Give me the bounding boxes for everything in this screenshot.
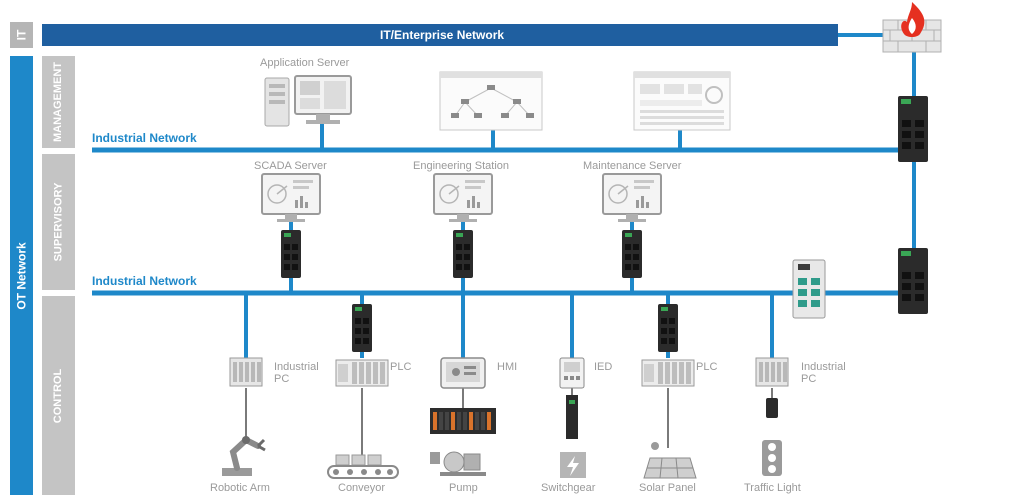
hmi-icon [440, 357, 486, 389]
plc-2-icon [641, 359, 695, 387]
traffic-light-label: Traffic Light [744, 482, 801, 494]
controller-label-1: Industrial PC [274, 361, 319, 385]
traffic-light-icon [762, 398, 782, 476]
control-side-label: CONTROL [42, 296, 75, 495]
engineering-station-label: Engineering Station [413, 160, 510, 172]
plc-1-switch-icon [352, 304, 372, 352]
control-side-text: CONTROL [52, 368, 65, 423]
switchgear-label: Switchgear [541, 482, 596, 494]
management-side-label: MANAGEMENT [42, 56, 75, 148]
maintenance-switch-icon [622, 230, 642, 278]
robotic-arm-icon [222, 436, 266, 476]
scada-server-label: SCADA Server [254, 160, 327, 172]
controller-label-6-line1: Industrial [801, 361, 846, 373]
ot-side-text: OT Network [14, 241, 29, 310]
controller-label-1-line1: Industrial [274, 361, 319, 373]
core-switch-upper-icon [898, 96, 928, 162]
ot-side-label: OT Network [10, 56, 33, 495]
industrial-pc-2-icon [755, 357, 789, 387]
conveyor-label: Conveyor [338, 482, 386, 494]
maintenance-monitor-icon [602, 173, 662, 222]
switchgear-icon [560, 395, 586, 478]
upper-network-label: Industrial Network [92, 131, 197, 145]
solar-panel-label: Solar Panel [639, 482, 696, 494]
it-side-text: IT [14, 29, 29, 41]
scada-monitor-icon [261, 173, 321, 222]
scada-switch-icon [281, 230, 301, 278]
controller-label-2: PLC [390, 361, 412, 373]
controller-label-5: PLC [696, 361, 718, 373]
pump-label: Pump [449, 482, 478, 494]
it-side-label: IT [10, 22, 33, 48]
management-side-text: MANAGEMENT [52, 61, 65, 143]
pump-icon [430, 408, 496, 476]
plc-1-icon [335, 359, 389, 387]
application-server-icon [264, 75, 352, 127]
it-side-band [10, 22, 33, 48]
engineering-monitor-icon [433, 173, 493, 222]
firewall-icon [882, 2, 942, 53]
topology-screen-icon [439, 71, 543, 131]
it-network-label: IT/Enterprise Network [380, 28, 505, 42]
supervisory-band [42, 154, 75, 290]
supervisory-side-label: SUPERVISORY [42, 154, 75, 290]
conveyor-icon [327, 454, 399, 479]
control-band [42, 296, 75, 495]
rackmount-switch-icon [792, 259, 826, 319]
core-switch-lower-icon [898, 248, 928, 314]
plc-2-switch-icon [658, 304, 678, 352]
controller-label-6: Industrial PC [801, 361, 846, 385]
robotic-arm-label: Robotic Arm [210, 482, 270, 494]
ot-side-band [10, 56, 33, 495]
lower-network-label: Industrial Network [92, 274, 197, 288]
controller-label-3: HMI [497, 361, 518, 373]
engineering-switch-icon [453, 230, 473, 278]
management-band [42, 56, 75, 148]
industrial-pc-1-icon [229, 357, 263, 387]
supervisory-side-text: SUPERVISORY [52, 182, 65, 262]
dashboard-screen-icon [633, 71, 731, 131]
maintenance-server-label: Maintenance Server [583, 160, 682, 172]
controller-label-4: IED [594, 361, 613, 373]
application-server-label: Application Server [260, 57, 350, 69]
controller-label-1-line2: PC [274, 373, 290, 385]
solar-panel-icon [643, 442, 697, 479]
generated-icons [222, 173, 789, 479]
ied-icon [559, 357, 585, 389]
it-network-bar [42, 24, 838, 46]
controller-label-6-line2: PC [801, 373, 817, 385]
